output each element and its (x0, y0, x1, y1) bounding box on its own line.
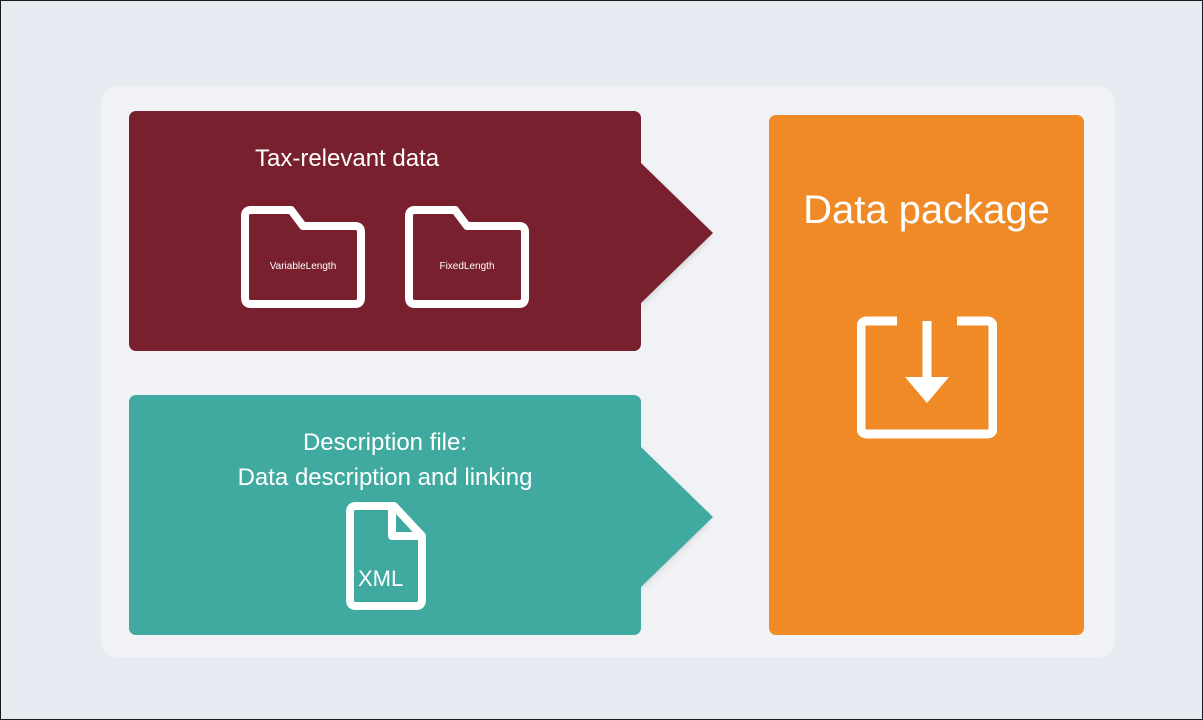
diagram-panel: Tax-relevant data VariableLength FixedLe… (101, 86, 1115, 657)
data-package-box: Data package (769, 115, 1084, 635)
xml-label: XML (358, 566, 404, 591)
download-into-box-icon (857, 316, 997, 439)
description-file-title: Description file: Data description and l… (129, 425, 641, 495)
description-title-line2: Data description and linking (237, 464, 533, 491)
tax-relevant-data-box: Tax-relevant data VariableLength FixedLe… (129, 111, 641, 351)
variable-length-folder-icon: VariableLength (237, 206, 369, 310)
tax-relevant-data-title: Tax-relevant data (255, 145, 440, 172)
description-arrow (641, 447, 713, 587)
description-title-line1: Description file: (302, 429, 468, 456)
tax-arrow (641, 163, 713, 303)
fixed-length-folder-icon: FixedLength (401, 206, 533, 310)
xml-file-icon: XML (342, 502, 428, 610)
description-file-box: Description file: Data description and l… (129, 395, 641, 635)
data-package-title: Data package (803, 188, 1050, 232)
fixed-length-label: FixedLength (439, 261, 495, 272)
variable-length-label: VariableLength (269, 261, 337, 272)
